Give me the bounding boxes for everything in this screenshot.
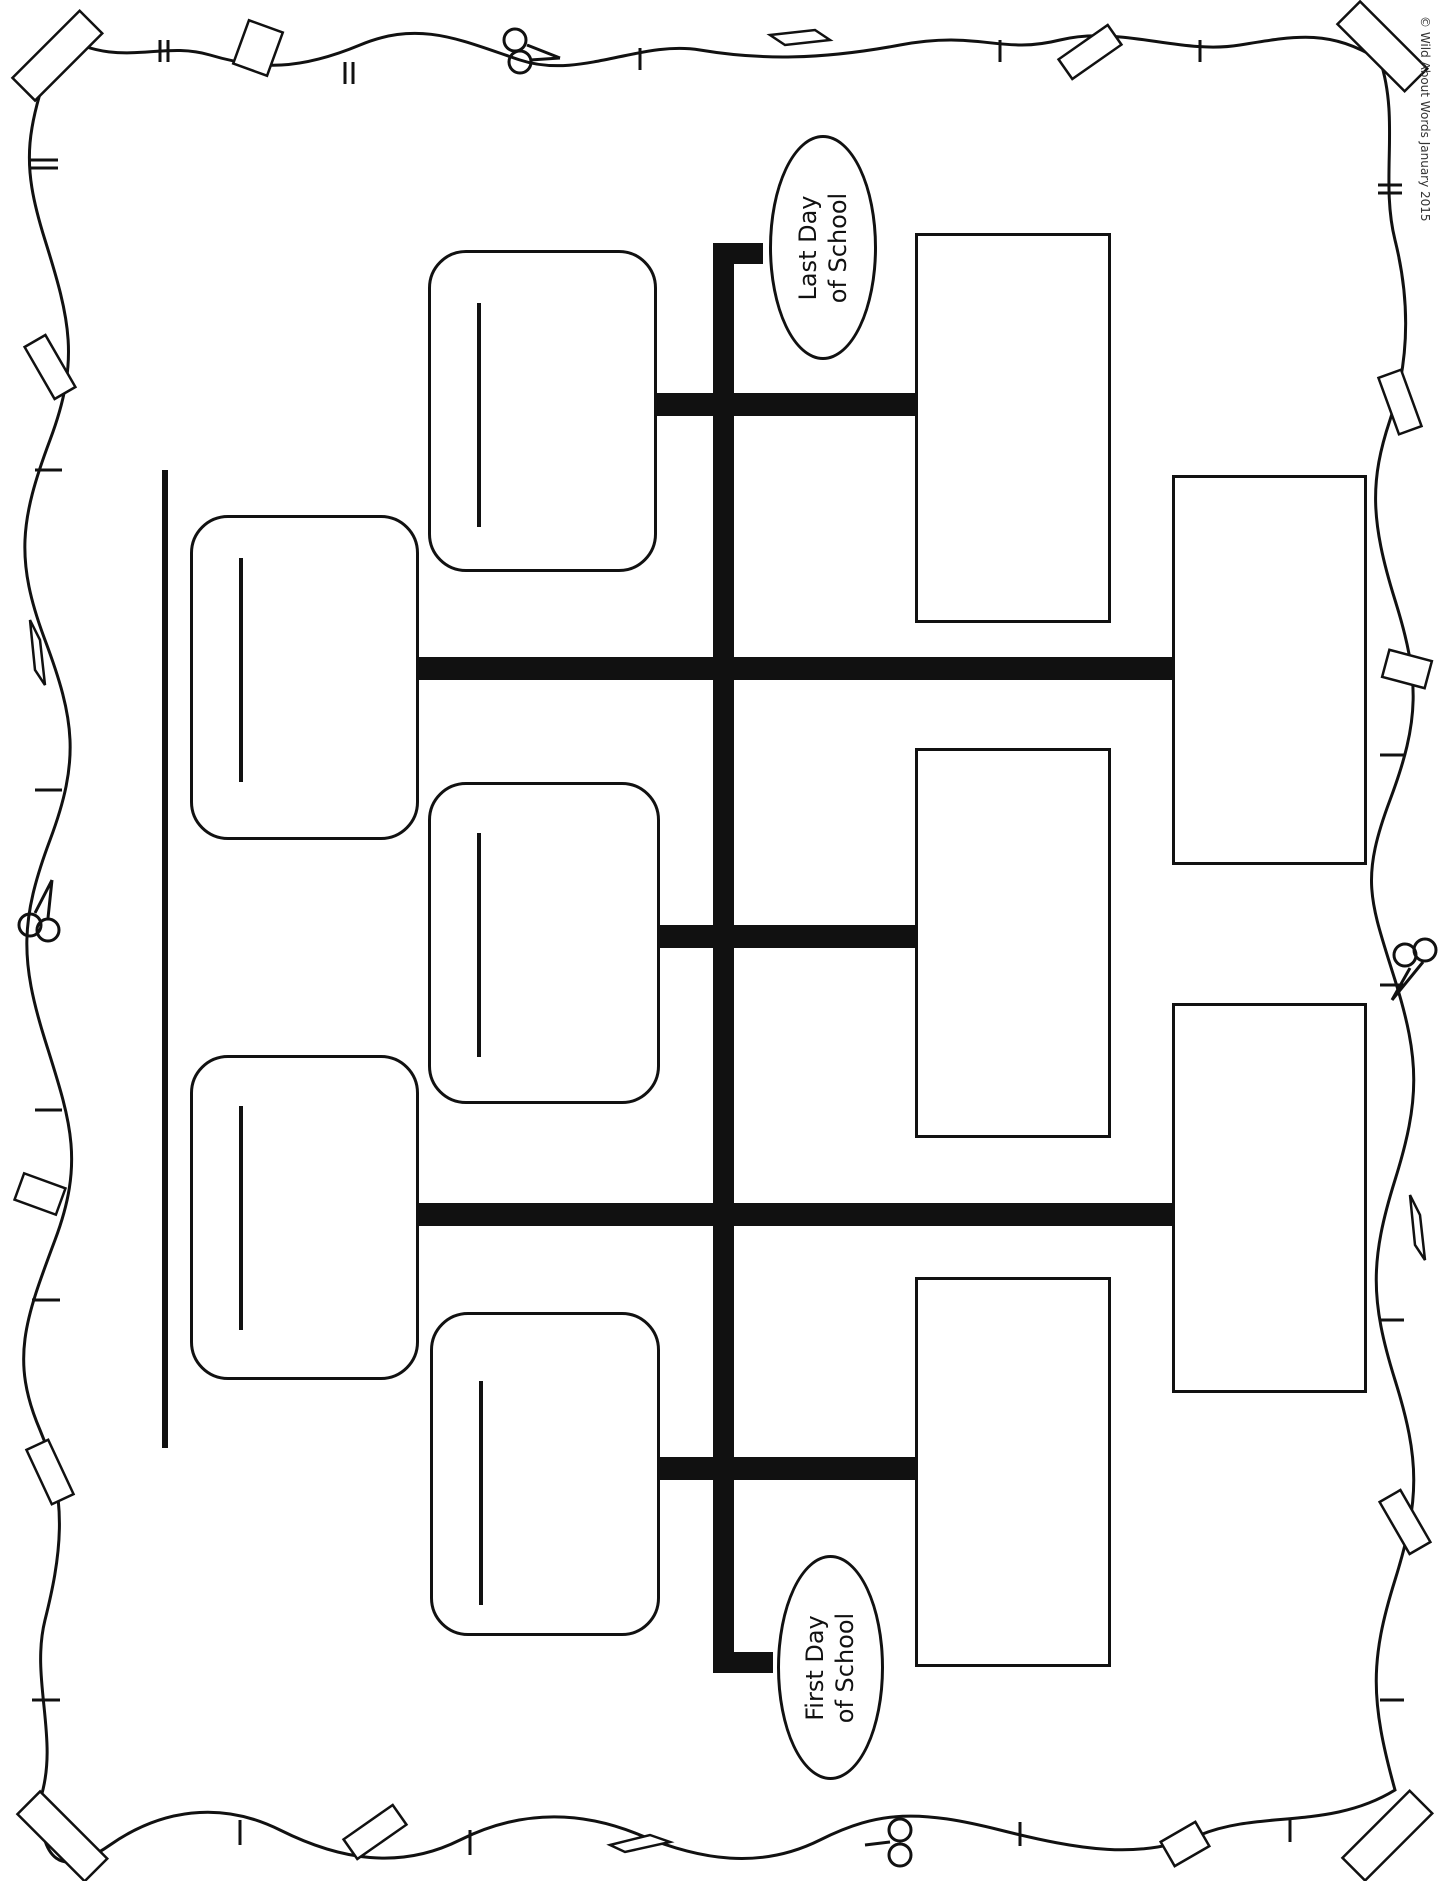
connector-1 [653,393,916,416]
event-date-box-5[interactable] [430,1312,660,1636]
event-date-box-1[interactable] [428,250,657,572]
connector-5 [660,1457,916,1480]
timeline-end-cap [713,243,763,264]
last-day-oval: Last Day of School [769,135,877,360]
event-description-box-1[interactable] [915,233,1111,623]
last-day-label-line1: Last Day [793,192,823,302]
event-date-box-3[interactable] [428,782,660,1104]
connector-4 [413,1203,1176,1226]
date-writing-line [239,558,243,782]
event-date-box-4[interactable] [190,1055,419,1380]
date-writing-line [477,303,481,527]
connector-3 [657,925,916,948]
last-day-label-line2: of School [823,192,853,302]
date-writing-line [239,1106,243,1330]
event-description-box-4[interactable] [1172,1003,1367,1393]
timeline-start-cap [713,1652,773,1673]
date-writing-line [477,833,481,1057]
first-day-label-line1: First Day [801,1612,831,1722]
copyright-text: © Wild About Words January 2015 [1418,16,1432,222]
connector-2 [413,657,1176,680]
date-writing-line [479,1381,483,1605]
first-day-label-line2: of School [831,1612,861,1722]
first-day-oval: First Day of School [777,1555,884,1780]
event-description-box-5[interactable] [915,1277,1111,1667]
event-description-box-2[interactable] [1172,475,1367,865]
title-writing-line [162,470,168,1448]
event-description-box-3[interactable] [915,748,1111,1138]
event-date-box-2[interactable] [190,515,419,840]
